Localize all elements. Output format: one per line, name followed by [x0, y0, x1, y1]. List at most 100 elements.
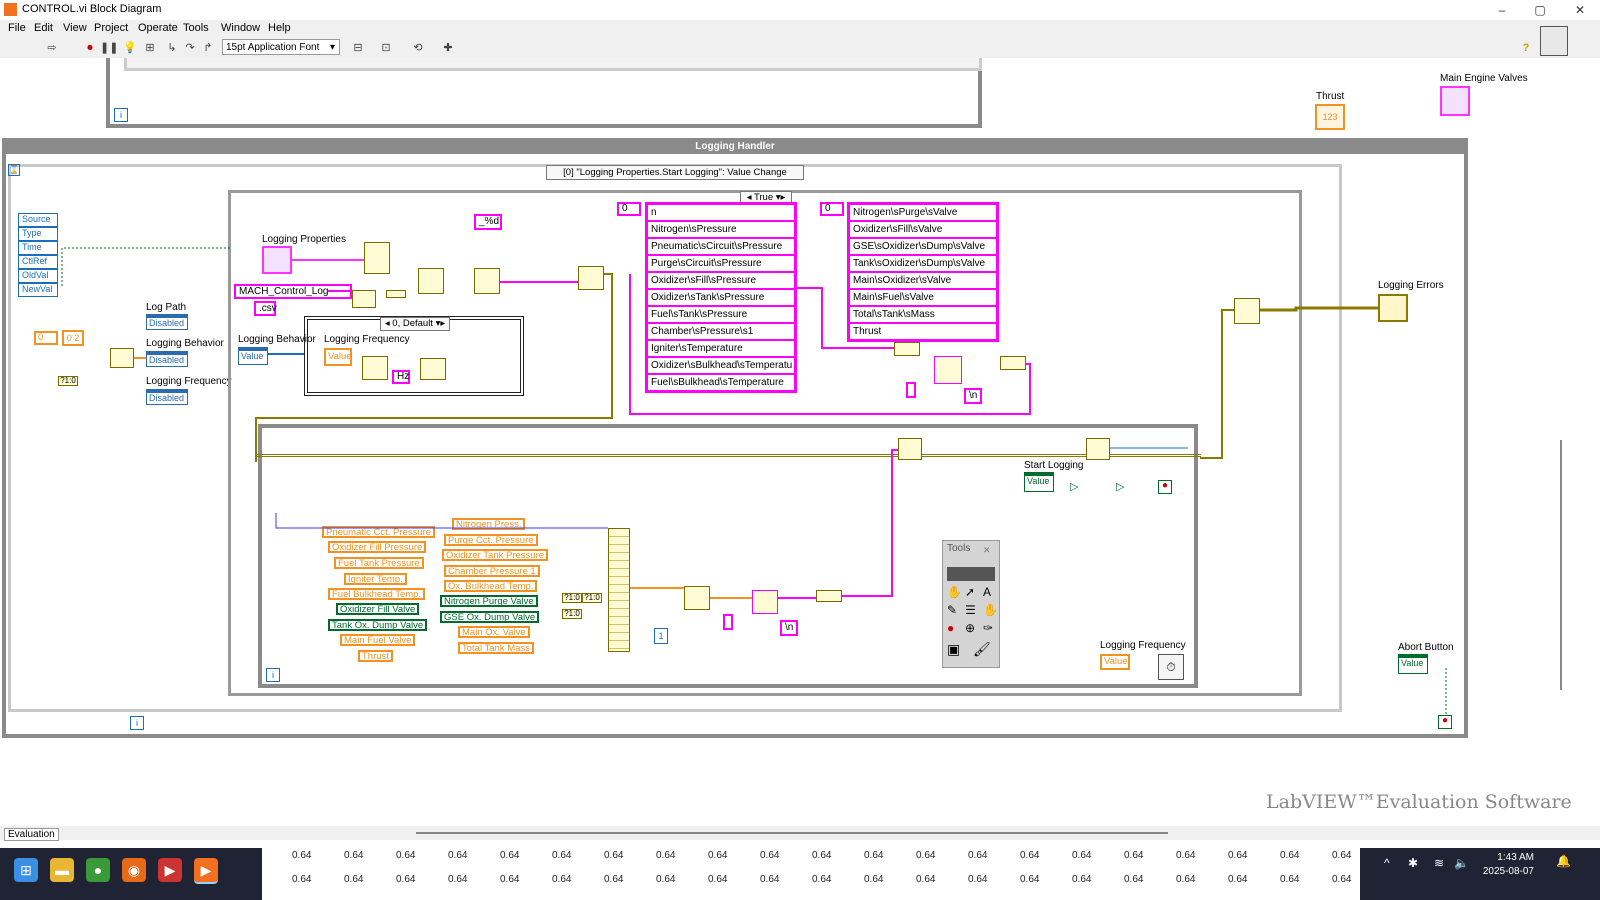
strip-value: 0.64 [760, 850, 779, 861]
strip-value: 0.64 [656, 850, 675, 861]
strip-value: 0.64 [1072, 874, 1091, 885]
wifi-icon[interactable]: ≋ [1434, 856, 1444, 870]
font-selector[interactable]: 15pt Application Font ▾ [222, 39, 340, 55]
wire-layer [0, 58, 1600, 848]
strip-value: 0.64 [812, 850, 831, 861]
strip-value: 0.64 [448, 850, 467, 861]
file-explorer-icon[interactable]: ▬ [50, 858, 74, 882]
vi-icon [1540, 26, 1568, 56]
horizontal-scrollbar[interactable] [0, 826, 1600, 840]
menu-file[interactable]: File [8, 22, 26, 34]
labview-app-icon [4, 3, 17, 16]
wire-header-out [630, 274, 1030, 414]
wire-row [842, 450, 898, 596]
strip-value: 0.64 [396, 874, 415, 885]
menu-project[interactable]: Project [94, 22, 128, 34]
wire-close [1200, 310, 1234, 458]
font-selector-value: 15pt Application Font [226, 42, 319, 53]
strip-value: 0.64 [396, 850, 415, 861]
strip-value: 0.64 [1124, 850, 1143, 861]
strip-value: 0.64 [864, 874, 883, 885]
labview-vi-icon[interactable]: ▶ [194, 858, 218, 884]
volume-icon[interactable]: 🔈 [1454, 856, 1469, 870]
vertical-scrollbar-thumb[interactable] [1560, 440, 1562, 690]
strip-value: 0.64 [1332, 874, 1351, 885]
strip-value: 0.64 [1020, 874, 1039, 885]
clock-time[interactable]: 1:43 AM [1484, 852, 1534, 863]
strip-value: 0.64 [1072, 850, 1091, 861]
strip-value: 0.64 [1228, 850, 1247, 861]
strip-value: 0.64 [708, 874, 727, 885]
strip-value: 0.64 [604, 850, 623, 861]
strip-value: 0.64 [1124, 874, 1143, 885]
strip-value: 0.64 [500, 874, 519, 885]
clock-date[interactable]: 2025-08-07 [1480, 866, 1534, 877]
strip-value: 0.64 [656, 874, 675, 885]
notification-icon[interactable]: 🔔 [1556, 854, 1571, 868]
scrollbar-thumb[interactable] [416, 832, 1168, 834]
pause-icon[interactable]: ❚❚ [100, 41, 116, 55]
chevron-down-icon: ▾ [330, 40, 335, 56]
step-out-icon[interactable]: ↱ [200, 41, 216, 55]
strip-value: 0.64 [448, 874, 467, 885]
strip-value: 0.64 [552, 874, 571, 885]
strip-value: 0.64 [1332, 850, 1351, 861]
window-title: CONTROL.vi Block Diagram [22, 3, 161, 15]
retain-wire-values-icon[interactable]: ⊞ [142, 41, 158, 55]
strip-value: 0.64 [1176, 850, 1195, 861]
wire-loop-index [276, 513, 608, 528]
labview-icon[interactable]: ▶ [158, 858, 182, 882]
strip-value: 0.64 [1020, 850, 1039, 861]
maximize-button[interactable]: ▢ [1522, 0, 1558, 20]
strip-value: 0.64 [1280, 874, 1299, 885]
strip-value: 0.64 [916, 874, 935, 885]
strip-value: 0.64 [552, 850, 571, 861]
cleanup-diagram-icon[interactable]: ✚ [440, 41, 456, 55]
minimize-button[interactable]: – [1484, 0, 1520, 20]
wire-refnum [256, 274, 612, 462]
evaluation-status-tab[interactable]: Evaluation [4, 828, 59, 841]
abort-icon[interactable]: ⏺ [82, 41, 98, 55]
highlight-execution-icon[interactable]: 💡 [122, 41, 138, 55]
title-bar: CONTROL.vi Block Diagram – ▢ ✕ [0, 0, 1600, 20]
strip-value: 0.64 [968, 874, 987, 885]
reorder-icon[interactable]: ⟲ [410, 41, 426, 55]
strip-value: 0.64 [292, 874, 311, 885]
strip-value: 0.64 [916, 850, 935, 861]
start-icon[interactable]: ⊞ [14, 858, 38, 882]
strip-value: 0.64 [500, 850, 519, 861]
strip-value: 0.64 [812, 874, 831, 885]
distribute-objects-icon[interactable]: ⊡ [378, 41, 394, 55]
chrome-icon[interactable]: ● [86, 858, 110, 882]
strip-value: 0.64 [344, 874, 363, 885]
align-objects-icon[interactable]: ⊟ [350, 41, 366, 55]
wire-newval [62, 248, 230, 286]
windows-taskbar: ⊞ ▬ ● ◉ ▶ ▶ 0.640.640.640.640.640.640.64… [0, 848, 1600, 900]
close-button[interactable]: ✕ [1562, 0, 1598, 20]
menu-operate[interactable]: Operate [138, 22, 178, 34]
wire-header [797, 288, 894, 348]
menu-view[interactable]: View [63, 22, 87, 34]
data-strip-values: 0.64 0.64 0.64 0.64 0.64 0.64 0.64 0.64 0.64 0.64… [262, 848, 1360, 900]
step-over-icon[interactable]: ↷ [182, 41, 198, 55]
strip-value: 0.64 [968, 850, 987, 861]
context-help-icon[interactable]: ? [1518, 41, 1534, 55]
toolbar: ⇨ ⏺ ❚❚ 💡 ⊞ ↳ ↷ ↱ 15pt Application Font▾ … [0, 38, 1600, 59]
evaluation-watermark: LabVIEW™Evaluation Software [1266, 791, 1572, 813]
strip-value: 0.64 [1280, 850, 1299, 861]
strip-value: 0.64 [1176, 874, 1195, 885]
menu-bar: File Edit View Project Operate Tools Win… [0, 20, 1600, 38]
strip-value: 0.64 [344, 850, 363, 861]
menu-window[interactable]: Window [221, 22, 260, 34]
menu-help[interactable]: Help [268, 22, 291, 34]
tray-chevron-icon[interactable]: ^ [1384, 856, 1390, 870]
menu-tools[interactable]: Tools [183, 22, 209, 34]
block-diagram[interactable]: i Thrust 123 Main Engine Valves Logging … [0, 58, 1600, 848]
run-arrow-icon[interactable]: ⇨ [44, 41, 60, 55]
firefox-icon[interactable]: ◉ [122, 858, 146, 882]
strip-value: 0.64 [708, 850, 727, 861]
settings-icon[interactable]: ✱ [1408, 856, 1418, 870]
strip-value: 0.64 [864, 850, 883, 861]
menu-edit[interactable]: Edit [34, 22, 53, 34]
step-into-icon[interactable]: ↳ [164, 41, 180, 55]
